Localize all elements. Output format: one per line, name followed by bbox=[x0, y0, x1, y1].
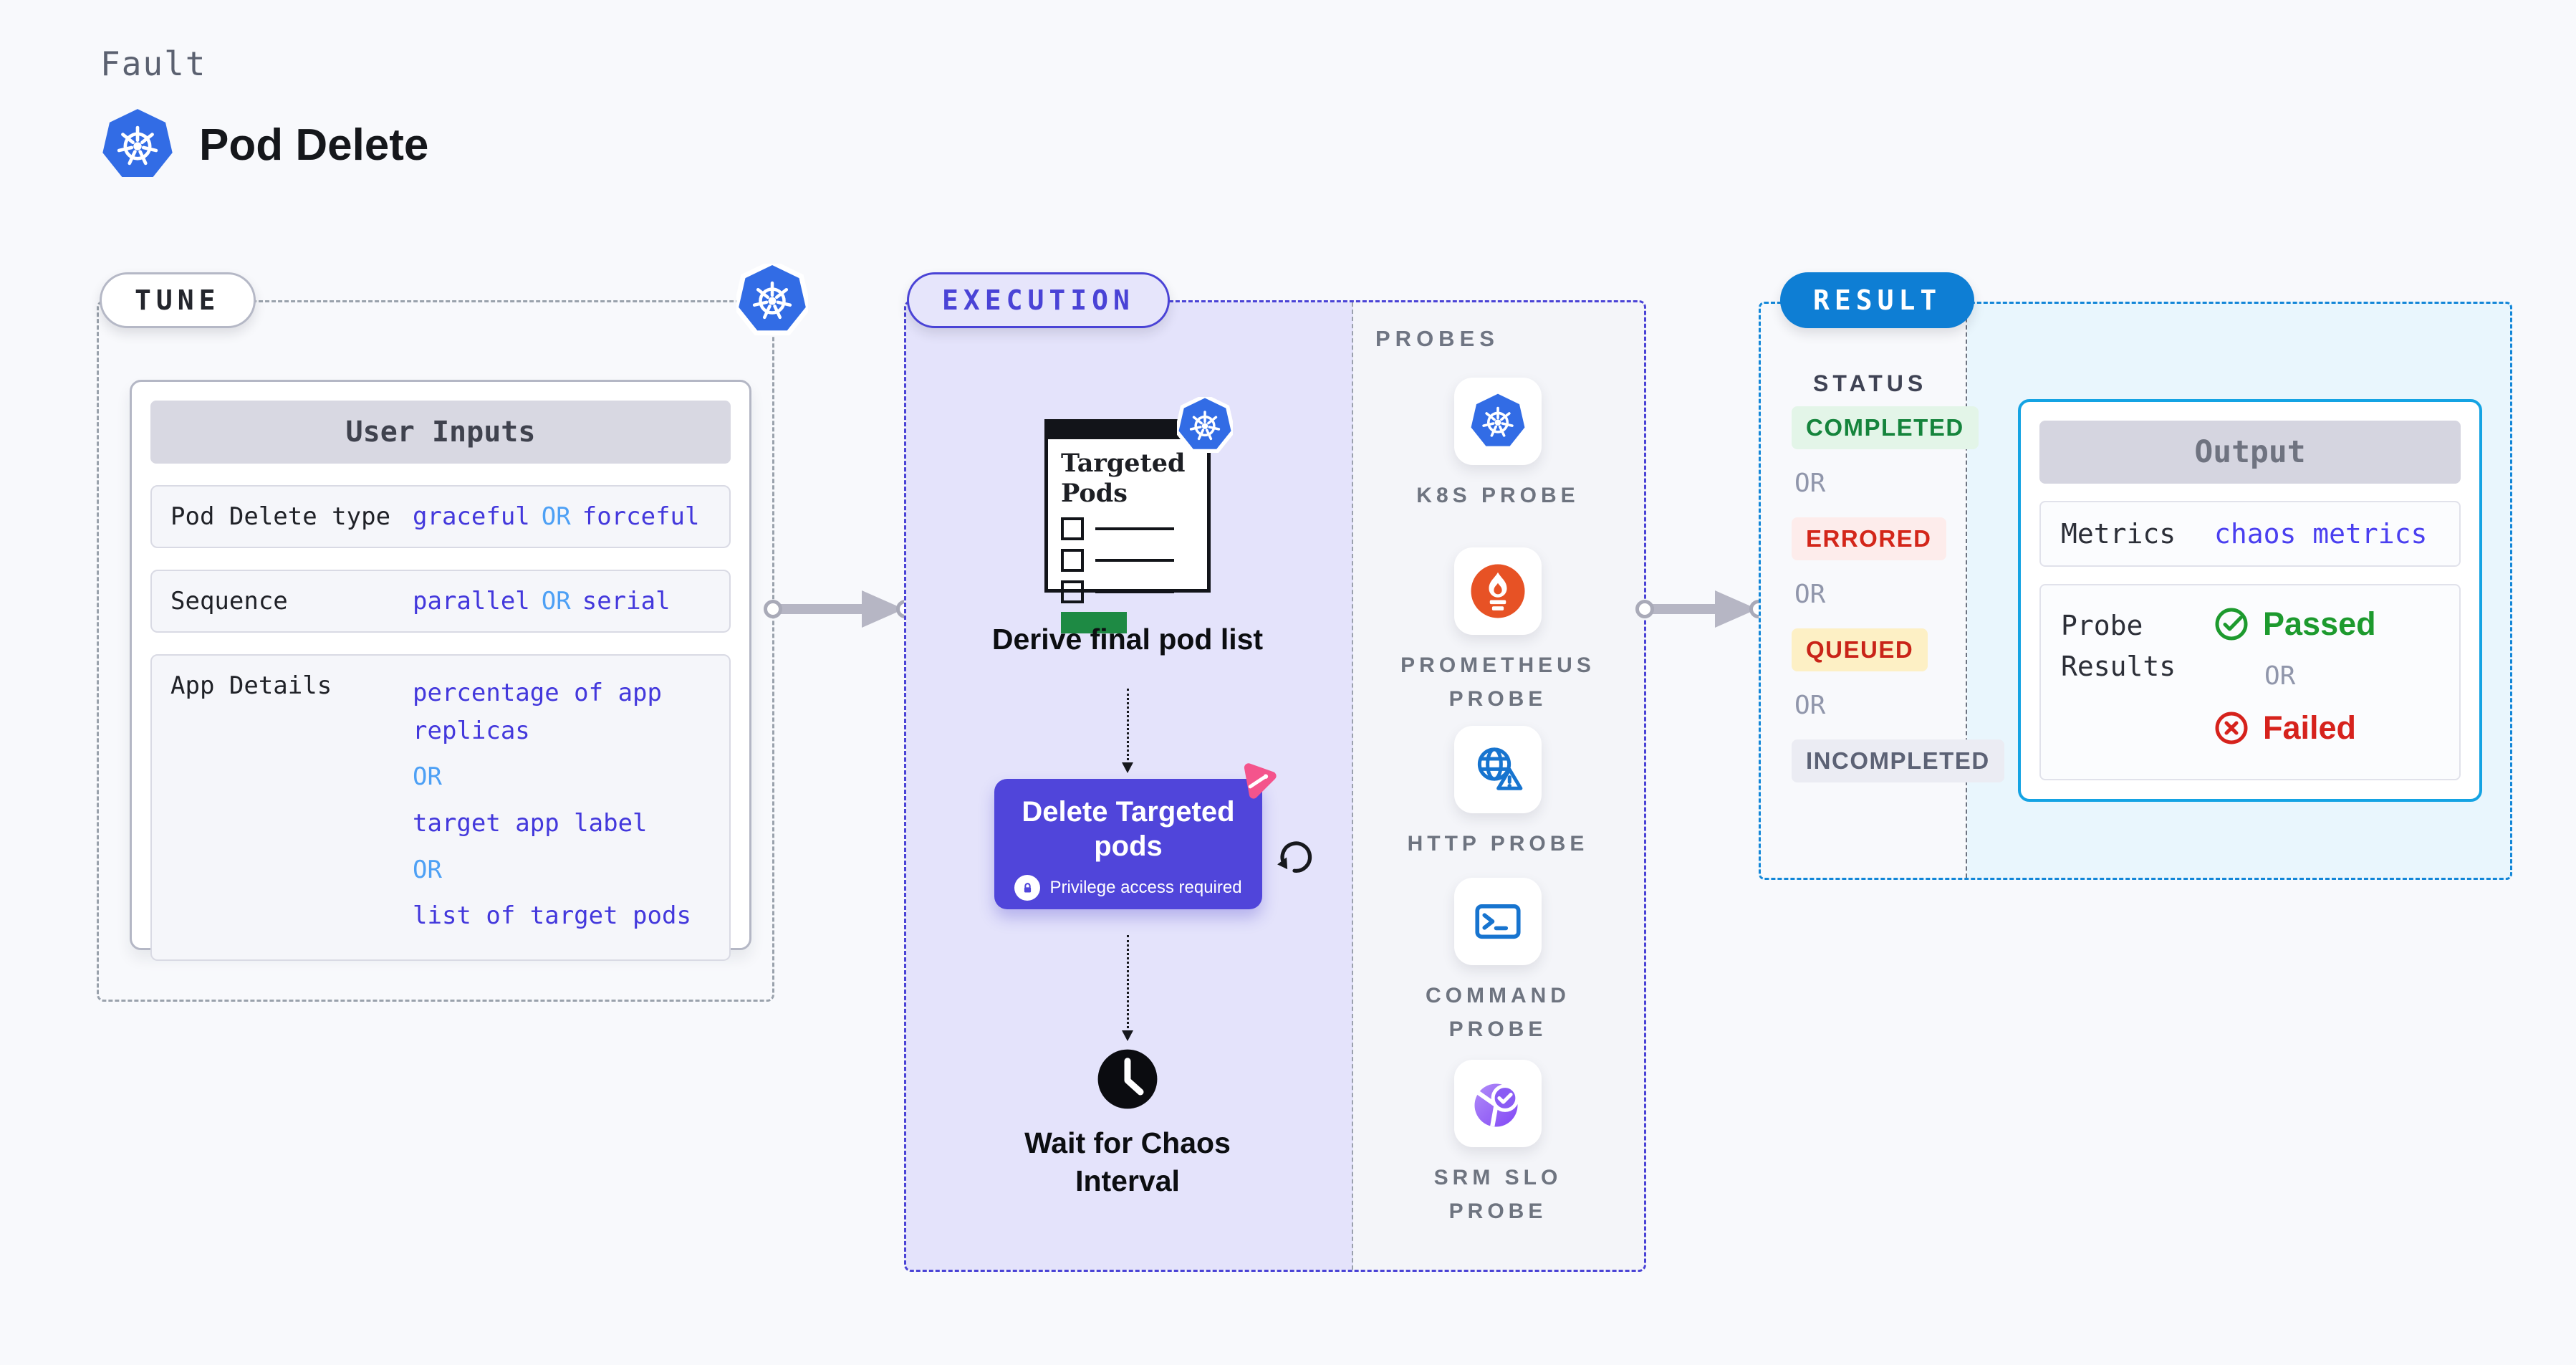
arrow-execution-to-result bbox=[1635, 590, 1768, 628]
or-separator: OR bbox=[2264, 661, 2296, 691]
chaos-pink-icon bbox=[1244, 763, 1277, 799]
probes-panel: PROBES K8S PROBE bbox=[1350, 300, 1646, 1272]
fault-category-label: Fault bbox=[100, 44, 207, 83]
execution-pill: EXECUTION bbox=[907, 272, 1170, 328]
tune-section: TUNE User Inputs Pod Delete type gracefu… bbox=[97, 264, 808, 1002]
privilege-note: Privilege access required bbox=[994, 875, 1262, 901]
probe-label: K8S PROBE bbox=[1416, 484, 1580, 507]
checklist-item bbox=[1061, 517, 1188, 540]
loop-arrow-icon bbox=[1277, 841, 1312, 873]
or-separator: OR bbox=[1794, 580, 1826, 609]
probe-card bbox=[1454, 1060, 1542, 1147]
arrow-tune-to-execution bbox=[763, 589, 915, 629]
prometheus-icon bbox=[1471, 564, 1525, 618]
kubernetes-icon bbox=[1177, 397, 1233, 453]
checklist-item bbox=[1061, 549, 1188, 572]
delete-targeted-pods-step: Delete Targeted pods Privilege access re… bbox=[994, 763, 1312, 909]
probe-item-k8s: K8S PROBE bbox=[1350, 378, 1646, 513]
failed-line: Failed bbox=[2214, 709, 2376, 747]
user-inputs-title: User Inputs bbox=[150, 401, 731, 464]
input-row-app-details: App Details percentage of app replicas O… bbox=[150, 654, 731, 962]
x-circle-icon bbox=[2215, 712, 2248, 744]
probe-label: PROMETHEUS PROBE bbox=[1400, 653, 1595, 711]
clock-icon bbox=[1097, 1049, 1158, 1109]
probe-item-prometheus: PROMETHEUS PROBE bbox=[1350, 547, 1646, 716]
input-label: Pod Delete type bbox=[170, 502, 391, 531]
result-pill: RESULT bbox=[1780, 272, 1975, 328]
slo-check-icon bbox=[1474, 1083, 1519, 1127]
derive-pod-list-label: Derive final pod list bbox=[991, 623, 1264, 656]
input-label: App Details bbox=[170, 671, 332, 700]
delete-step-title: Delete Targeted pods bbox=[1022, 796, 1235, 862]
status-list: COMPLETED OR ERRORED OR QUEUED OR INCOMP… bbox=[1792, 406, 2004, 782]
passed-line: Passed bbox=[2214, 605, 2376, 643]
tune-pill: TUNE bbox=[100, 272, 256, 328]
input-label: Sequence bbox=[170, 587, 288, 616]
probe-card bbox=[1454, 378, 1542, 465]
output-title: Output bbox=[2039, 421, 2461, 484]
green-button-shape bbox=[1061, 612, 1127, 633]
checkbox-icon bbox=[1061, 517, 1084, 540]
status-title: STATUS bbox=[1813, 370, 1928, 396]
page-header: Fault Pod Delete bbox=[100, 44, 428, 182]
tune-dashed-box bbox=[97, 300, 774, 1002]
or-separator: OR bbox=[1794, 691, 1826, 720]
checklist-item bbox=[1061, 580, 1188, 603]
list-line bbox=[1095, 527, 1174, 530]
output-row-metrics: Metrics chaos metrics bbox=[2039, 501, 2461, 567]
probe-label: SRM SLO PROBE bbox=[1433, 1166, 1562, 1223]
list-line bbox=[1095, 559, 1174, 562]
result-section: RESULT STATUS COMPLETED OR ERRORED OR QU… bbox=[1759, 272, 2512, 880]
dotted-arrow-down bbox=[1122, 689, 1133, 773]
lock-icon bbox=[1014, 875, 1041, 901]
page-title: Pod Delete bbox=[199, 120, 429, 170]
targeted-pods-card: Targeted Pods bbox=[1044, 397, 1233, 633]
input-value: percentage of app replicas OR target app… bbox=[413, 679, 691, 931]
output-card: Output Metrics chaos metrics Probe Resul… bbox=[2018, 399, 2482, 802]
kubernetes-icon bbox=[1471, 393, 1525, 446]
probe-card bbox=[1454, 726, 1542, 813]
targeted-pods-title: Targeted Pods bbox=[1061, 449, 1186, 508]
probe-results-label: Probe Results bbox=[2061, 610, 2176, 682]
probes-title: PROBES bbox=[1375, 326, 1499, 351]
or-separator: OR bbox=[1794, 469, 1826, 498]
dotted-arrow-down bbox=[1122, 935, 1133, 1041]
status-badge-incompleted: INCOMPLETED bbox=[1792, 739, 2004, 782]
kubernetes-icon bbox=[102, 109, 173, 178]
execution-section: EXECUTION Targeted Pods Derive final pod… bbox=[904, 272, 1646, 1272]
probe-card bbox=[1454, 878, 1542, 965]
globe-alert-icon bbox=[1477, 747, 1523, 790]
status-badge-queued: QUEUED bbox=[1792, 628, 1928, 671]
check-circle-icon bbox=[2215, 608, 2248, 641]
probe-label: HTTP PROBE bbox=[1407, 832, 1589, 856]
output-row-probe-results: Probe Results Passed OR bbox=[2039, 584, 2461, 780]
checkbox-icon bbox=[1061, 549, 1084, 572]
metrics-value: chaos metrics bbox=[2214, 518, 2428, 550]
probe-item-http: HTTP PROBE bbox=[1350, 726, 1646, 861]
probe-item-command: COMMAND PROBE bbox=[1350, 878, 1646, 1046]
kubernetes-icon bbox=[736, 264, 808, 335]
probe-card bbox=[1454, 547, 1542, 635]
terminal-icon bbox=[1475, 904, 1521, 939]
probe-results-values: Passed OR Failed bbox=[2214, 605, 2376, 747]
status-badge-errored: ERRORED bbox=[1792, 517, 1946, 560]
probe-label: COMMAND PROBE bbox=[1426, 984, 1570, 1041]
metrics-label: Metrics bbox=[2061, 518, 2176, 550]
list-line bbox=[1095, 590, 1174, 593]
wait-chaos-interval-label: Wait for Chaos Interval bbox=[1024, 1126, 1231, 1198]
checkbox-icon bbox=[1061, 580, 1084, 603]
status-badge-completed: COMPLETED bbox=[1792, 406, 1979, 449]
probe-item-srm-slo: SRM SLO PROBE bbox=[1350, 1060, 1646, 1228]
